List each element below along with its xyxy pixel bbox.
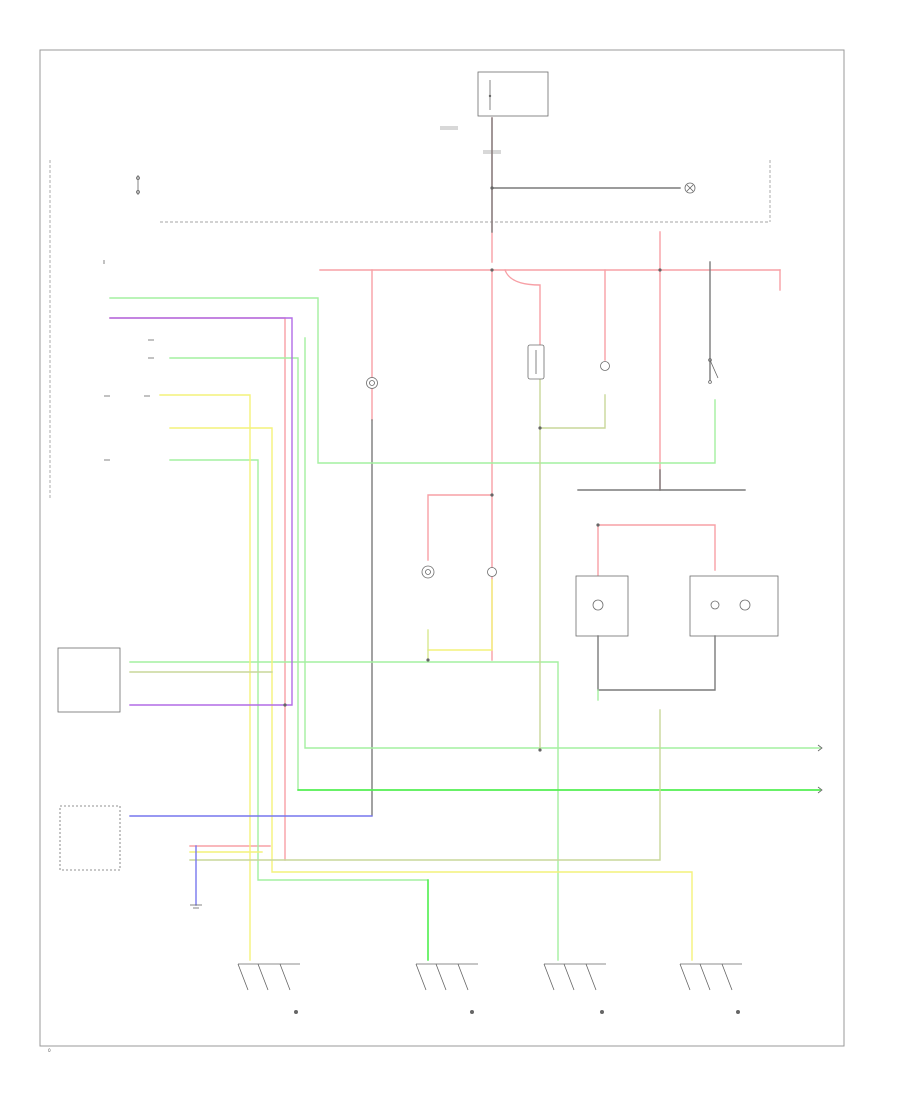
ground-symbol <box>190 904 202 909</box>
lamp-right <box>600 361 610 371</box>
wires-purple <box>109 317 293 706</box>
heater-module-right <box>710 599 751 611</box>
bulb-left <box>366 377 378 389</box>
control-unit-upper <box>57 647 121 713</box>
bulb-lower-center <box>487 567 497 577</box>
door-switch-3 <box>543 963 606 1014</box>
page-number: 0 <box>48 1048 51 1053</box>
heater-module-left <box>592 599 604 611</box>
wires-gray <box>371 117 779 816</box>
connector-stubs-left <box>103 260 154 461</box>
door-switch-4 <box>679 963 742 1014</box>
diagram-frame <box>39 49 845 1047</box>
fuse-box-top <box>440 71 549 154</box>
wire-terminations-right <box>817 744 823 794</box>
wires-green <box>297 789 821 961</box>
lamp-module-center <box>527 344 545 380</box>
left-top-switch-block <box>49 160 771 500</box>
junction-dots <box>283 186 662 752</box>
door-switch-1 <box>237 963 300 1014</box>
wires-blue <box>129 815 373 906</box>
wires-yellow <box>159 394 693 961</box>
wires-olive <box>129 379 661 861</box>
bulb-lower-left <box>421 565 435 579</box>
switch-right <box>708 358 719 384</box>
control-unit-lower <box>59 805 121 871</box>
door-switch-2 <box>415 963 478 1014</box>
indicator-bulb-top-right <box>684 182 696 194</box>
